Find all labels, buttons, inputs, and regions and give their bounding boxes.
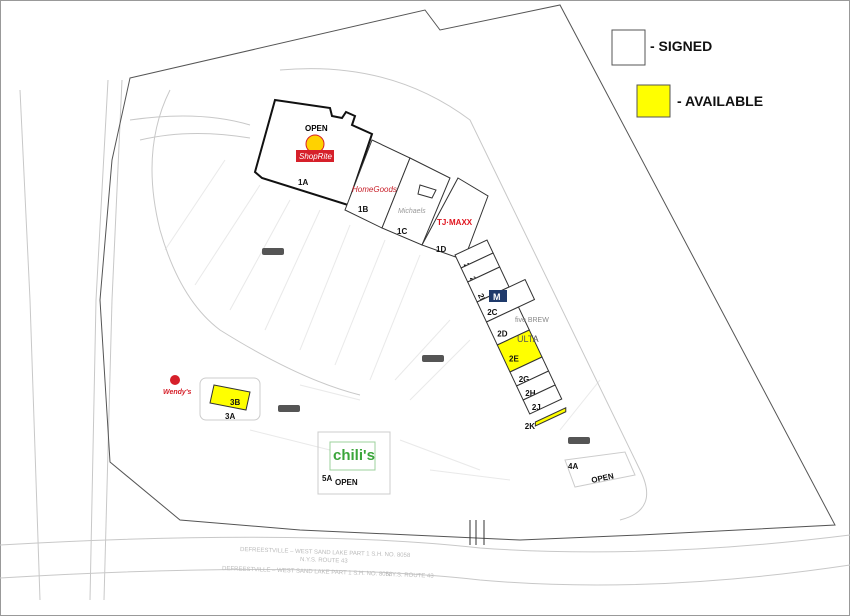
parking-row: [164, 159, 226, 251]
parking-row: [429, 469, 511, 481]
parking-row: [369, 254, 421, 381]
unit-label-1d: 1D: [436, 245, 446, 254]
status-open-5a: OPEN: [335, 478, 358, 487]
tenant-logo-2b2: [489, 290, 507, 302]
legend-label-signed: - SIGNED: [650, 38, 712, 54]
building-1a[interactable]: OPEN ShopRite 1A: [253, 98, 374, 207]
unit-label-2c: 2C: [487, 308, 497, 317]
legend-label-available: - AVAILABLE: [677, 93, 763, 109]
entrance-marks: [469, 520, 485, 545]
tenant-name-wendys: Wendy's: [163, 389, 191, 396]
property-boundary: [99, 4, 836, 541]
unit-2j-signed[interactable]: [522, 384, 563, 415]
unit-label-2e: 2E: [509, 355, 519, 364]
parking-row: [264, 209, 321, 331]
unit-label-3b: 3B: [230, 398, 240, 407]
parking-row: [394, 319, 451, 381]
wendys-logo-icon: [170, 375, 180, 385]
unit-label-1a: 1A: [298, 178, 308, 187]
road-label-main-2: DEFREESTVILLE – WEST SAND LAKE PART 1 S.…: [222, 566, 393, 578]
unit-label-1b: 1B: [358, 205, 368, 214]
pad-4a[interactable]: 4A OPEN: [564, 451, 636, 488]
tenant-name-michaels: Michaels: [398, 208, 426, 215]
unit-label-2g: 2G: [519, 375, 530, 384]
parking-lot: [164, 159, 601, 481]
tenant-name-2b2: M: [493, 292, 501, 302]
unit-label-2k: 2K: [525, 422, 535, 431]
unit-3b-available[interactable]: [209, 384, 251, 411]
unit-label-3a: 3A: [225, 412, 235, 421]
tenant-name-ulta: ULTA: [517, 334, 539, 344]
parking-tag: [422, 355, 444, 362]
status-open-4a: OPEN: [591, 471, 615, 485]
parking-row: [229, 199, 291, 311]
parking-row: [249, 429, 331, 451]
parking-tag: [568, 437, 590, 444]
unit-2k-available[interactable]: [534, 406, 567, 427]
road-label-route-2: N.Y.S. ROUTE 43: [386, 572, 434, 580]
parking-row: [334, 239, 386, 366]
unit-label-2h: 2H: [525, 389, 535, 398]
retail-strip-2: 2A2B12B22C2D2E2G2H2J2K: [454, 239, 567, 431]
unit-label-5a: 5A: [322, 474, 332, 483]
tenant-name-five-brew: five BREW: [515, 317, 549, 324]
shoprite-logo: [296, 150, 334, 162]
parking-row: [409, 339, 471, 401]
status-open-1a: OPEN: [305, 124, 328, 133]
tenant-name-shoprite: ShopRite: [299, 152, 332, 161]
pad-5a[interactable]: chili's 5A OPEN: [317, 431, 391, 495]
parking-tag: [278, 405, 300, 412]
parking-row: [559, 379, 601, 431]
unit-label-1c: 1C: [397, 227, 407, 236]
pad-3[interactable]: 3B 3A: [199, 377, 261, 421]
legend-swatch-available: [636, 84, 671, 118]
parking-tag: [262, 248, 284, 255]
roads: [0, 79, 850, 601]
unit-label-4a: 4A: [568, 462, 578, 471]
tenant-name-homegoods: HomeGoods: [352, 185, 397, 194]
tenant-name-tjmaxx: TJ·MAXX: [437, 218, 473, 227]
parking-row: [299, 224, 351, 351]
legend-swatch-signed: [611, 29, 646, 66]
parking-row: [399, 439, 481, 471]
road-label-main: DEFREESTVILLE – WEST SAND LAKE PART 1 S.…: [240, 547, 411, 559]
parking-row: [299, 384, 361, 401]
legend: - SIGNED - AVAILABLE: [611, 29, 763, 118]
parking-row: [194, 184, 261, 286]
unit-label-2j: 2J: [532, 403, 541, 412]
tenant-name-chilis: chili's: [333, 447, 375, 464]
tenant-wendys: Wendy's: [163, 375, 191, 396]
unit-label-2d: 2D: [497, 330, 507, 339]
road-label-route: N.Y.S. ROUTE 43: [300, 557, 348, 565]
